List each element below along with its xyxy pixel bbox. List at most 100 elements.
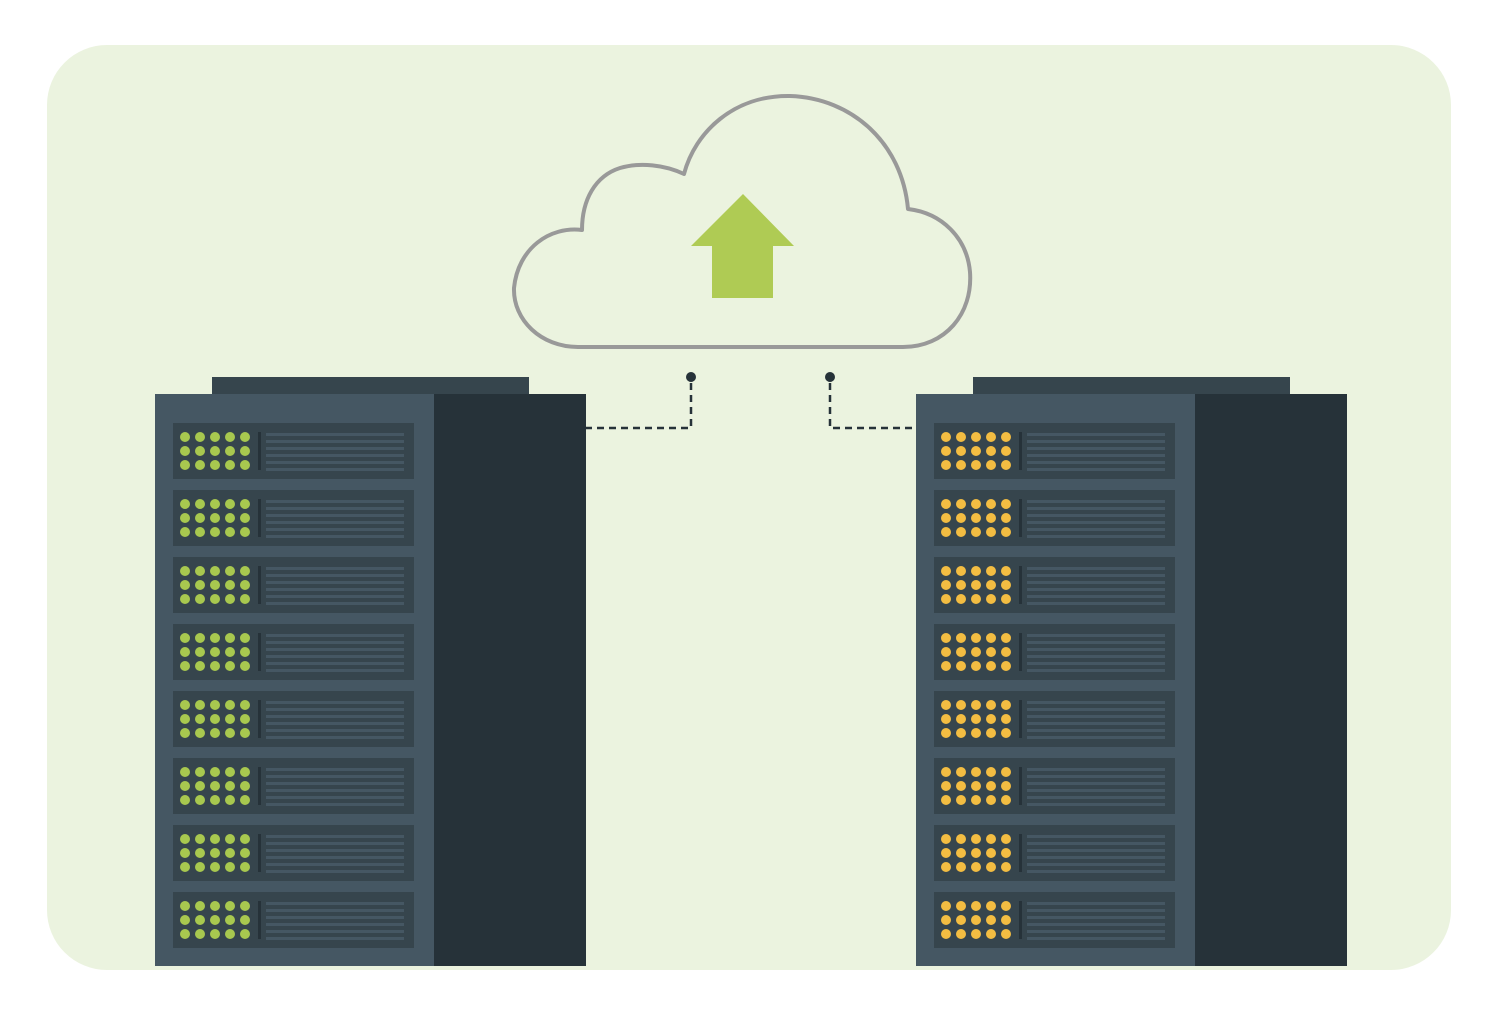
status-led-icon <box>180 633 190 643</box>
vent-line <box>266 641 404 644</box>
vent-line <box>266 842 404 845</box>
status-led-icon <box>225 915 235 925</box>
status-led-icon <box>956 446 966 456</box>
status-led-icon <box>195 901 205 911</box>
vent-line <box>266 521 404 524</box>
vent-line <box>266 803 404 806</box>
status-led-icon <box>971 566 981 576</box>
status-led-icon <box>1001 767 1011 777</box>
vent-line <box>1027 902 1165 905</box>
status-led-icon <box>1001 929 1011 939</box>
status-led-icon <box>971 432 981 442</box>
vent-line <box>1027 521 1165 524</box>
status-led-icon <box>971 848 981 858</box>
status-led-icon <box>986 767 996 777</box>
rack-side <box>434 394 586 966</box>
status-led-icon <box>225 527 235 537</box>
status-led-icon <box>180 700 190 710</box>
rack-unit-divider <box>258 834 261 872</box>
vent-line <box>1027 796 1165 799</box>
status-led-icon <box>225 714 235 724</box>
rack-unit <box>173 557 414 613</box>
status-led-icon <box>986 432 996 442</box>
status-led-icon <box>180 647 190 657</box>
rack-unit-divider <box>258 700 261 738</box>
vent-line <box>266 447 404 450</box>
status-led-icon <box>240 594 250 604</box>
status-led-icon <box>240 499 250 509</box>
rack-unit <box>173 758 414 814</box>
vent-line <box>1027 581 1165 584</box>
status-led-icon <box>941 647 951 657</box>
status-led-icon <box>1001 647 1011 657</box>
rack-unit-divider <box>1019 767 1022 805</box>
status-led-icon <box>210 781 220 791</box>
status-led-icon <box>195 915 205 925</box>
status-led-icon <box>225 781 235 791</box>
vent-line <box>1027 923 1165 926</box>
vent-line <box>266 669 404 672</box>
rack-unit <box>173 624 414 680</box>
status-led-icon <box>1001 728 1011 738</box>
status-led-icon <box>195 460 205 470</box>
status-led-icon <box>210 513 220 523</box>
status-led-icon <box>195 781 205 791</box>
vent-line <box>266 863 404 866</box>
status-led-icon <box>210 901 220 911</box>
rack-unit-divider <box>258 432 261 470</box>
status-led-icon <box>971 446 981 456</box>
vent-line <box>1027 789 1165 792</box>
status-led-icon <box>1001 460 1011 470</box>
status-led-icon <box>195 499 205 509</box>
status-led-icon <box>986 929 996 939</box>
status-led-icon <box>956 647 966 657</box>
status-led-icon <box>180 862 190 872</box>
status-led-icon <box>956 513 966 523</box>
status-led-icon <box>210 915 220 925</box>
status-led-icon <box>1001 432 1011 442</box>
server-rack-right <box>916 377 1347 966</box>
vent-line <box>1027 447 1165 450</box>
status-led-icon <box>240 513 250 523</box>
status-led-icon <box>195 714 205 724</box>
status-led-icon <box>986 848 996 858</box>
status-led-icon <box>240 915 250 925</box>
status-led-icon <box>210 446 220 456</box>
status-led-icon <box>210 700 220 710</box>
status-led-icon <box>971 915 981 925</box>
vent-line <box>1027 595 1165 598</box>
status-led-icon <box>240 834 250 844</box>
status-led-icon <box>986 647 996 657</box>
status-led-icon <box>956 795 966 805</box>
rack-unit <box>934 490 1175 546</box>
rack-side <box>1195 394 1347 966</box>
status-led-icon <box>225 834 235 844</box>
status-led-icon <box>1001 594 1011 604</box>
status-led-icon <box>180 929 190 939</box>
status-led-icon <box>180 566 190 576</box>
status-led-icon <box>180 527 190 537</box>
status-led-icon <box>195 834 205 844</box>
status-led-icon <box>986 594 996 604</box>
status-led-icon <box>1001 566 1011 576</box>
status-led-icon <box>986 446 996 456</box>
upload-arrow-icon <box>691 194 794 298</box>
status-led-icon <box>1001 661 1011 671</box>
vent-line <box>1027 937 1165 940</box>
vent-line <box>1027 768 1165 771</box>
rack-unit <box>934 557 1175 613</box>
status-led-icon <box>1001 527 1011 537</box>
status-led-icon <box>971 714 981 724</box>
status-led-icon <box>941 915 951 925</box>
status-led-icon <box>956 767 966 777</box>
status-led-icon <box>180 714 190 724</box>
vent-line <box>1027 669 1165 672</box>
status-led-icon <box>1001 700 1011 710</box>
vent-line <box>266 461 404 464</box>
status-led-icon <box>210 862 220 872</box>
status-led-icon <box>240 862 250 872</box>
rack-unit-divider <box>1019 499 1022 537</box>
status-led-icon <box>1001 781 1011 791</box>
vent-line <box>266 856 404 859</box>
status-led-icon <box>210 929 220 939</box>
